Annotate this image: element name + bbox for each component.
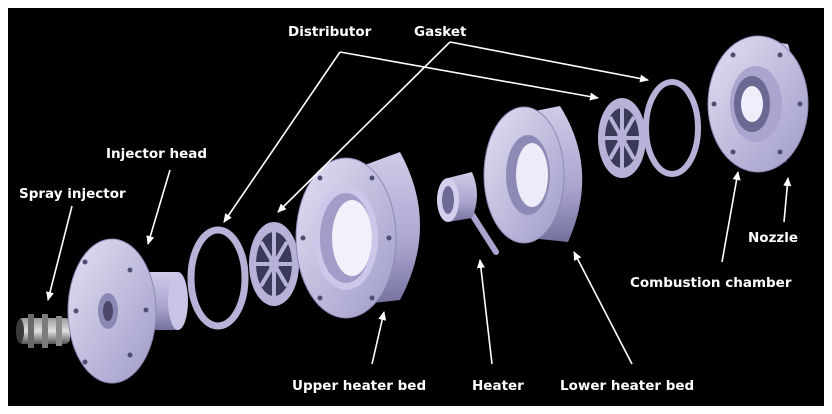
nozzle-part [707,35,809,173]
arrow-gasket-left [277,41,451,213]
arrow-injector-head [146,169,171,245]
arrow-nozzle [783,177,792,223]
label-spray-injector: Spray injector [19,186,126,202]
label-distributor: Distributor [288,24,372,40]
gasket-ring-left [187,226,249,330]
label-injector-head: Injector head [106,146,207,162]
spray-injector-part [16,314,70,348]
label-gasket: Gasket [414,24,467,40]
heater-part [437,172,499,255]
callout-arrows [46,41,792,365]
arrow-distributor-right [339,51,599,101]
label-combustion-chamber: Combustion chamber [630,275,792,291]
arrow-distributor-left [223,51,341,223]
arrow-lower-heater-bed [573,251,633,365]
distributor-right-part [598,98,646,178]
arrow-upper-heater-bed [371,311,387,365]
label-lower-heater-bed: Lower heater bed [560,378,694,394]
injector-head-part [67,238,188,384]
arrow-gasket-right [449,41,649,83]
upper-heater-bed-part [295,152,420,319]
arrow-combustion-chamber [721,171,741,263]
label-heater: Heater [472,378,524,394]
label-upper-heater-bed: Upper heater bed [292,378,426,394]
arrow-spray-injector [46,205,73,301]
label-nozzle: Nozzle [748,230,798,246]
arrow-heater [476,259,493,365]
distributor-left-part [249,222,299,306]
gasket-ring-right [643,79,701,177]
lower-heater-bed-part [483,106,583,244]
